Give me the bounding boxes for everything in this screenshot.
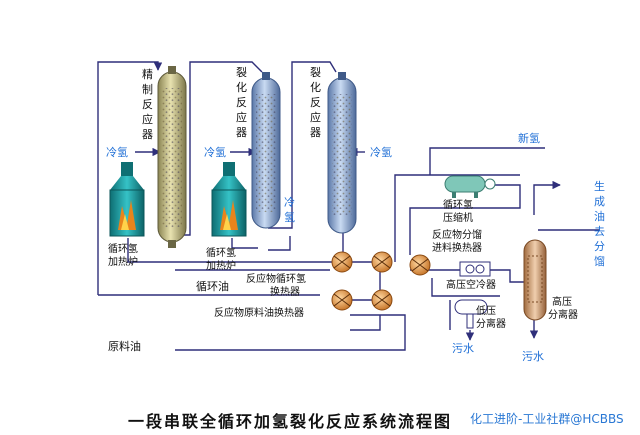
label-cold-h2-c: 冷氢	[370, 145, 392, 159]
hp-air-cooler	[459, 261, 491, 277]
diagram-labels: 精 制 反 应 器 裂 化 反 应 器 裂 化 反 应 器 冷氢 冷氢 冷氢 冷…	[106, 66, 609, 363]
hp-separator	[523, 239, 547, 321]
label-cold-h2-b: 冷氢	[204, 145, 226, 159]
recycle-h2-heater-1	[109, 162, 145, 237]
cracking-reactor-1	[251, 72, 281, 229]
label-recycle-oil-heater: 循环氢 加热炉	[206, 246, 239, 272]
label-recycle-h2-heater: 循环氢 加热炉	[108, 242, 141, 268]
label-recycle-h2-compressor: 循环氢 压缩机	[443, 198, 476, 224]
label-sewage-1: 污水	[452, 342, 474, 355]
fractionation-feed-exchanger	[409, 254, 431, 276]
recycle-h2-heater-2	[211, 162, 247, 237]
line-exchanger-to-compressor	[394, 174, 520, 262]
feed-exchanger-left-bottom	[331, 289, 353, 311]
label-sewage-2: 污水	[522, 350, 544, 363]
line-heater-2-outlet	[231, 238, 258, 249]
label-cracking-reactor-1: 裂 化 反 应 器	[236, 66, 251, 139]
line-cracking-1-to-cracking-2	[268, 61, 337, 229]
label-new-h2: 新氢	[518, 131, 540, 145]
compressor-discharge-line	[409, 184, 521, 255]
hp-separator-gas-outlet	[533, 180, 561, 215]
label-air-cooler: 高压空冷器	[446, 278, 496, 291]
label-feed-oil-exchanger: 反应物原料油换热器	[214, 306, 304, 319]
feed-oil-line	[175, 314, 406, 351]
label-feed-oil: 原料油	[108, 339, 141, 353]
line-heater-1-outlet	[127, 238, 335, 263]
feed-line-to-refining-reactor	[97, 61, 163, 295]
label-recycle-h2-exchanger: 反应物循环氢 换热器	[246, 272, 309, 298]
new-h2-line	[429, 147, 545, 175]
label-cold-h2-vertical: 冷 氢	[284, 196, 299, 224]
lp-separator	[454, 299, 488, 329]
watermark: 化工进阶-工业社群@HCBBS	[470, 412, 624, 426]
label-recycle-oil: 循环油	[196, 279, 229, 293]
label-cracking-reactor-2: 裂 化 反 应 器	[310, 66, 325, 139]
recycle-h2-exchanger-left-top	[331, 251, 353, 273]
recycle-h2-compressor	[444, 175, 496, 198]
label-cold-h2-a: 冷氢	[106, 145, 128, 159]
cracking-reactor-2	[327, 72, 357, 234]
line-air-cooler	[431, 278, 500, 297]
diagram-title: 一段串联全循环加氢裂化反应系统流程图	[128, 412, 453, 431]
label-refining-reactor: 精 制 反 应 器	[142, 68, 157, 141]
cold-h2-line-vertical	[268, 236, 291, 251]
label-product-oil: 生 成 油 去 分 馏	[594, 179, 609, 268]
feed-exchanger-right-bottom	[371, 289, 393, 311]
feed-exchanger-loop	[350, 315, 381, 331]
exchanger-interconnect	[350, 261, 381, 301]
label-hp-separator: 高压 分离器	[548, 295, 578, 321]
process-lines	[97, 61, 600, 351]
refining-reactor	[157, 66, 187, 248]
recycle-h2-exchanger-right-top	[371, 251, 393, 273]
label-fractionation-exchanger: 反应物分馏 进料换热器	[432, 228, 485, 254]
label-lp-separator: 低压 分离器	[476, 304, 506, 330]
